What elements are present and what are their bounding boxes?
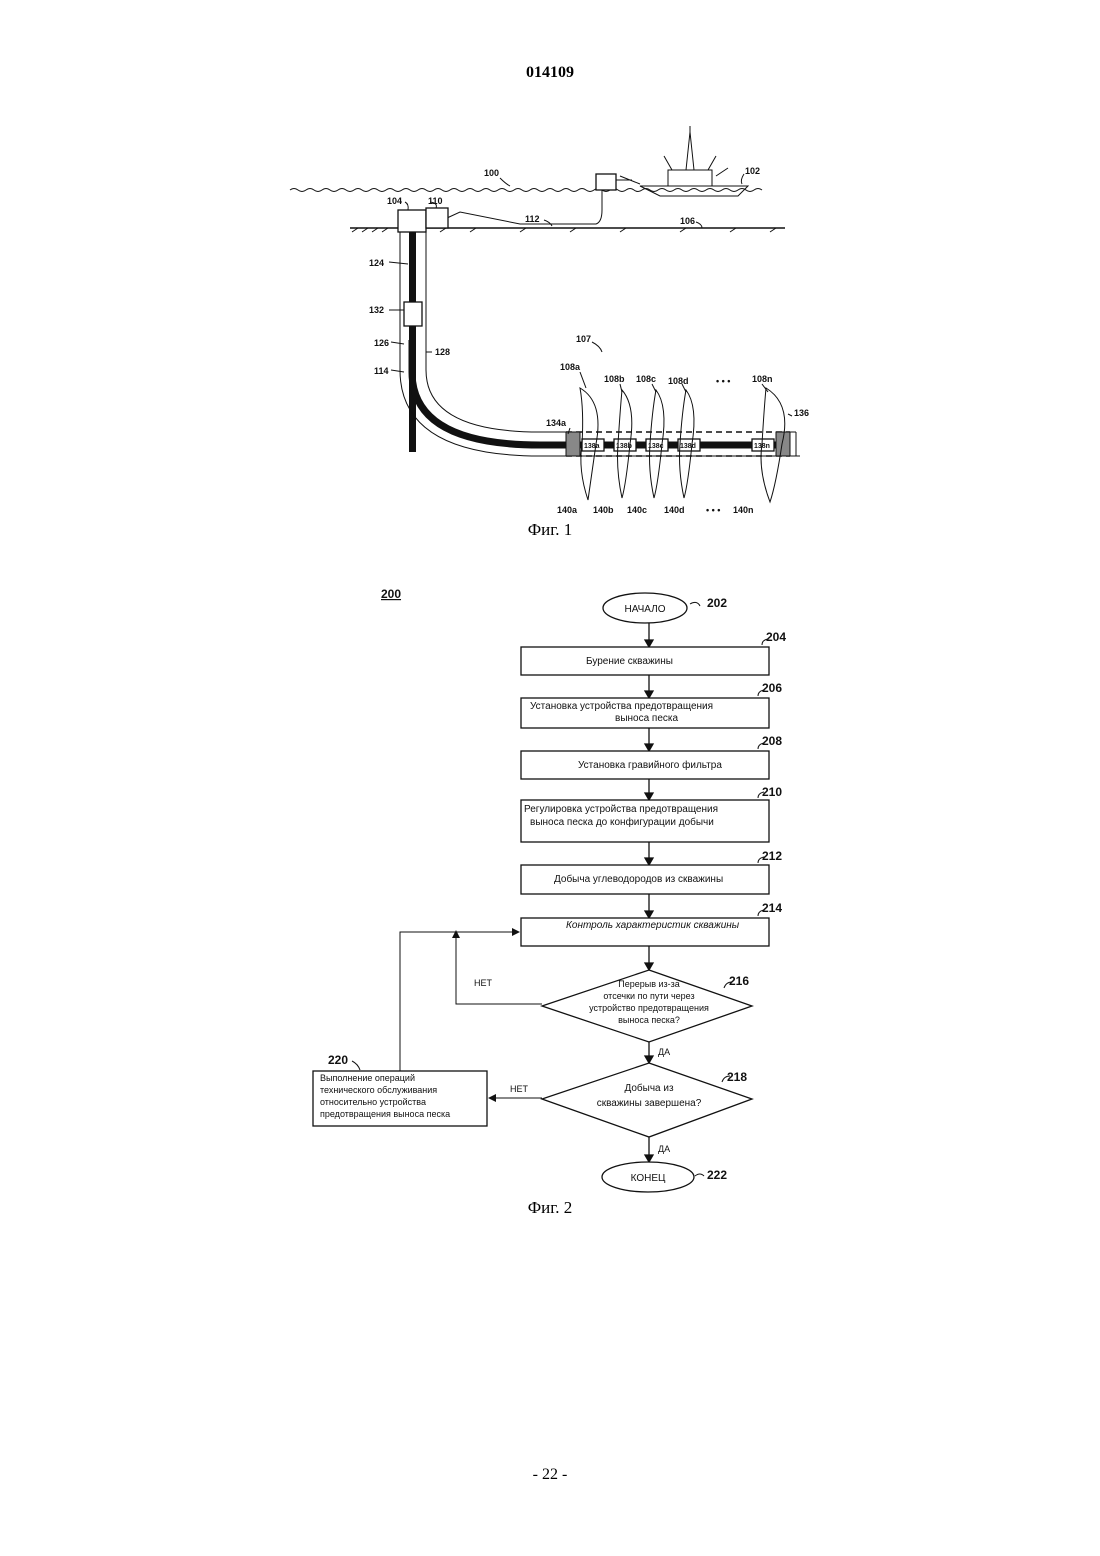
figure-1-caption: Фиг. 1 [500, 520, 600, 540]
page-number: - 22 - [0, 1466, 1100, 1484]
maintenance-text-3: относительно устройства [320, 1097, 426, 1107]
step-208-text: Установка гравийного фильтра [578, 759, 722, 771]
start-text: НАЧАЛО [624, 604, 665, 615]
step-210-text-1: Регулировка устройства предотвращения [524, 804, 718, 815]
label-140b: 140b [593, 505, 614, 515]
packer-box [404, 302, 422, 326]
start-ref: 202 [707, 596, 727, 610]
label-140n: 140n [733, 505, 754, 515]
step-210-text-2: выноса песка до конфигурации добычи [530, 816, 714, 828]
decision-216-text-2: отсечки по пути через [603, 991, 694, 1001]
end-packer-136 [776, 432, 790, 456]
control-unit-box [426, 208, 448, 228]
decision-218-yes: ДА [658, 1144, 670, 1154]
vessel-drawing [620, 126, 748, 196]
label-126: 126 [374, 338, 389, 348]
label-100: 100 [484, 168, 499, 178]
step-204-ref: 204 [766, 630, 786, 644]
packer-134a [566, 432, 580, 456]
label-104: 104 [387, 196, 402, 206]
label-138n: 138n [754, 443, 770, 450]
label-107: 107 [576, 334, 591, 344]
label-138a: 138a [584, 443, 600, 450]
step-206-ref: 206 [762, 681, 782, 695]
label-102: 102 [745, 166, 760, 176]
label-138c: 138c [648, 443, 664, 450]
step-212-text: Добыча углеводородов из скважины [554, 873, 723, 885]
decision-216-ref: 216 [729, 974, 749, 988]
decision-218-text-1: Добыча из [624, 1082, 673, 1094]
decision-218-no: НЕТ [510, 1084, 529, 1094]
label-140c: 140c [627, 505, 647, 515]
decision-216-no: НЕТ [474, 978, 493, 988]
maintenance-text-1: Выполнение операций [320, 1073, 415, 1083]
label-140a: 140a [557, 505, 578, 515]
label-124: 124 [369, 258, 384, 268]
label-interval-dots: • • • [706, 505, 720, 515]
label-108n: 108n [752, 374, 773, 384]
step-208-ref: 208 [762, 734, 782, 748]
label-114: 114 [374, 366, 389, 376]
label-138b: 138b [616, 443, 632, 450]
decision-218-text-2: скважины завершена? [597, 1098, 702, 1109]
label-108a: 108a [560, 362, 581, 372]
step-214-ref: 214 [762, 901, 782, 915]
maintenance-ref: 220 [328, 1053, 348, 1067]
decision-216-text-3: устройство предотвращения [589, 1003, 709, 1013]
surface-unit [596, 174, 616, 190]
step-206-text-2: выноса песка [615, 713, 678, 724]
step-212-ref: 212 [762, 849, 782, 863]
step-204-text: Бурение скважины [586, 656, 673, 667]
label-132: 132 [369, 305, 384, 315]
label-zone-dots: • • • [716, 376, 730, 386]
end-ref: 222 [707, 1168, 727, 1182]
label-108d: 108d [668, 376, 689, 386]
label-140d: 140d [664, 505, 685, 515]
decision-218-ref: 218 [727, 1070, 747, 1084]
label-110: 110 [428, 196, 443, 206]
label-106: 106 [680, 216, 695, 226]
decision-216-text-1: Перерыв из-за [618, 979, 680, 989]
end-text: КОНЕЦ [631, 1173, 666, 1184]
label-108c: 108c [636, 374, 656, 384]
label-138d: 138d [680, 443, 696, 450]
wellhead-box [398, 210, 426, 232]
maintenance-text-4: предотвращения выноса песка [320, 1109, 450, 1119]
step-214-text: Контроль характеристик скважины [566, 920, 740, 931]
sea-surface [290, 189, 762, 192]
maintenance-text-2: технического обслуживания [320, 1085, 437, 1095]
step-206-text-1: Установка устройства предотвращения [530, 701, 713, 712]
figure-2-caption: Фиг. 2 [500, 1198, 600, 1218]
label-108b: 108b [604, 374, 625, 384]
label-128: 128 [435, 347, 450, 357]
decision-216-text-4: выноса песка? [618, 1015, 680, 1025]
step-210-ref: 210 [762, 785, 782, 799]
decision-216-yes: ДА [658, 1047, 670, 1057]
figure2-ref: 200 [381, 587, 401, 601]
label-134a: 134a [546, 418, 567, 428]
label-112: 112 [525, 214, 540, 224]
label-136: 136 [794, 408, 809, 418]
